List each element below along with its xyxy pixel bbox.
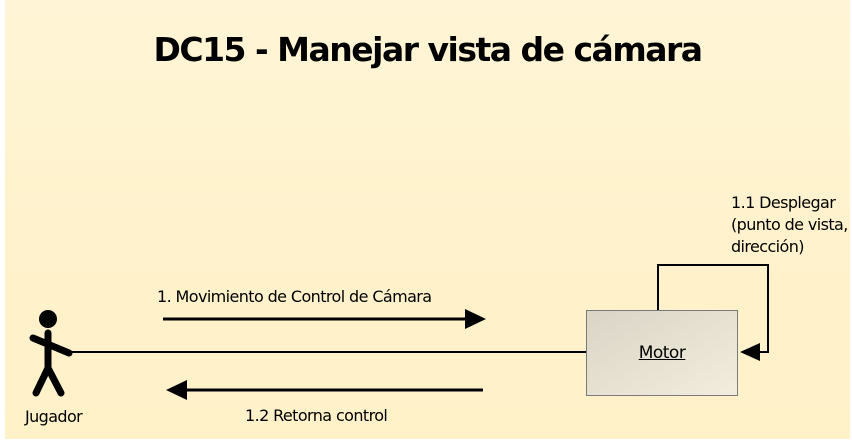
motor-label: Motor bbox=[638, 343, 686, 363]
message-1-1-line-2: (punto de vista, bbox=[731, 215, 848, 234]
page-title: DC15 - Manejar vista de cámara bbox=[153, 30, 703, 69]
message-1-2-label: 1.2 Retorna control bbox=[245, 406, 388, 425]
message-1-arrow bbox=[163, 309, 486, 329]
message-1-2-arrow bbox=[166, 380, 483, 400]
actor-figure bbox=[29, 310, 73, 397]
self-loop bbox=[657, 264, 769, 361]
message-1-1-line-1: 1.1 Desplegar bbox=[731, 193, 836, 212]
motor-object[interactable]: Motor bbox=[586, 310, 738, 396]
diagram-slide: DC15 - Manejar vista de cámara 1. Movim bbox=[5, 0, 850, 439]
message-1-1-label: 1.1 Desplegar (punto de vista, dirección… bbox=[731, 192, 848, 258]
diagram-connectors bbox=[29, 264, 769, 400]
message-1-label: 1. Movimiento de Control de Cámara bbox=[157, 287, 432, 306]
message-1-1-line-3: dirección) bbox=[731, 237, 804, 256]
actor-label: Jugador bbox=[25, 407, 83, 426]
